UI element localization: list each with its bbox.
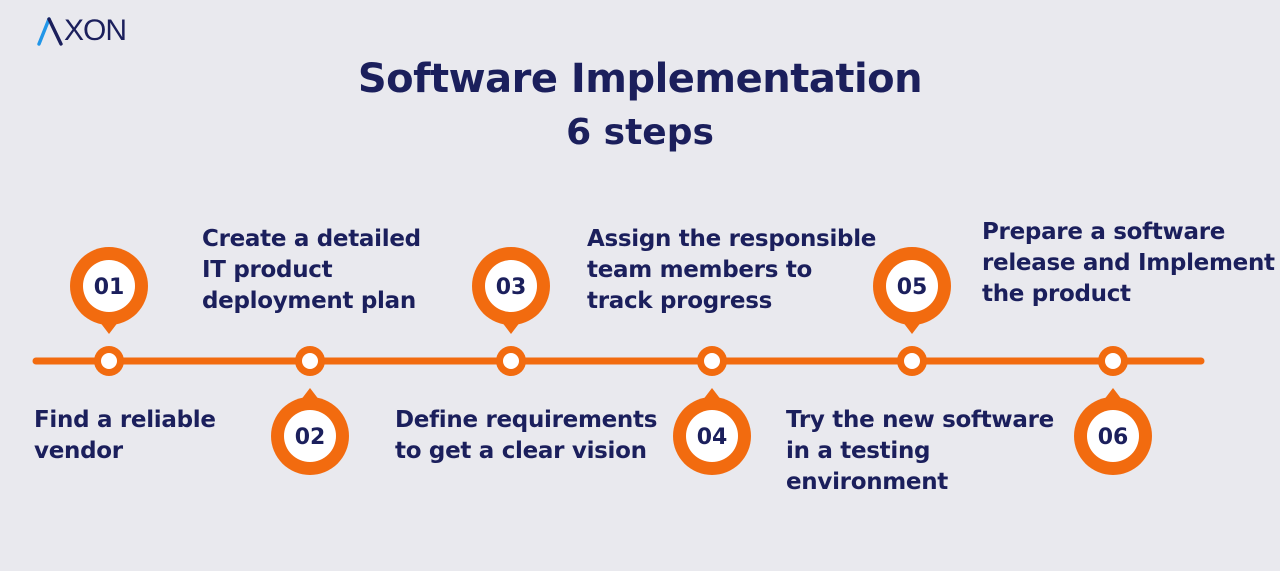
step-05-marker: 05 [873,247,951,376]
step-01-number: 01 [94,275,125,300]
step-06-number: 06 [1098,425,1129,450]
step-badge-inner [485,260,537,312]
timeline-node-center [503,353,519,369]
page-title: Software Implementation [357,56,923,102]
timeline-node-center [704,353,720,369]
page-subtitle: 6 steps [566,112,714,153]
step-badge-inner [83,260,135,312]
step-02-marker: 02 [271,346,349,475]
step-04-text: Assign the responsible team members to t… [587,226,877,314]
step-03-text: Define requirements to get a clear visio… [395,407,658,464]
step-badge-inner [686,410,738,462]
step-04-marker: 04 [673,346,751,475]
timeline-node-center [904,353,920,369]
axon-logo: XON [37,14,127,47]
step-03-number: 03 [496,275,527,300]
step-01-text: Find a reliable vendor [34,407,216,464]
step-03-marker: 03 [472,247,550,376]
step-06-marker: 06 [1074,346,1152,475]
timeline-node-center [101,353,117,369]
step-05-number: 05 [897,275,928,300]
step-badge-inner [886,260,938,312]
step-badge-inner [1087,410,1139,462]
logo-wordmark: XON [64,14,127,47]
step-badge-inner [284,410,336,462]
axon-a-logo-icon [37,17,63,46]
step-05-text: Try the new software in a testing enviro… [786,407,1054,495]
timeline-node-center [302,353,318,369]
step-06-text: Prepare a software release and Implement… [982,219,1275,307]
step-02-number: 02 [295,425,326,450]
step-02-text: Create a detailed IT product deployment … [202,226,421,314]
step-04-number: 04 [697,425,728,450]
step-01-marker: 01 [70,247,148,376]
timeline-node-center [1105,353,1121,369]
